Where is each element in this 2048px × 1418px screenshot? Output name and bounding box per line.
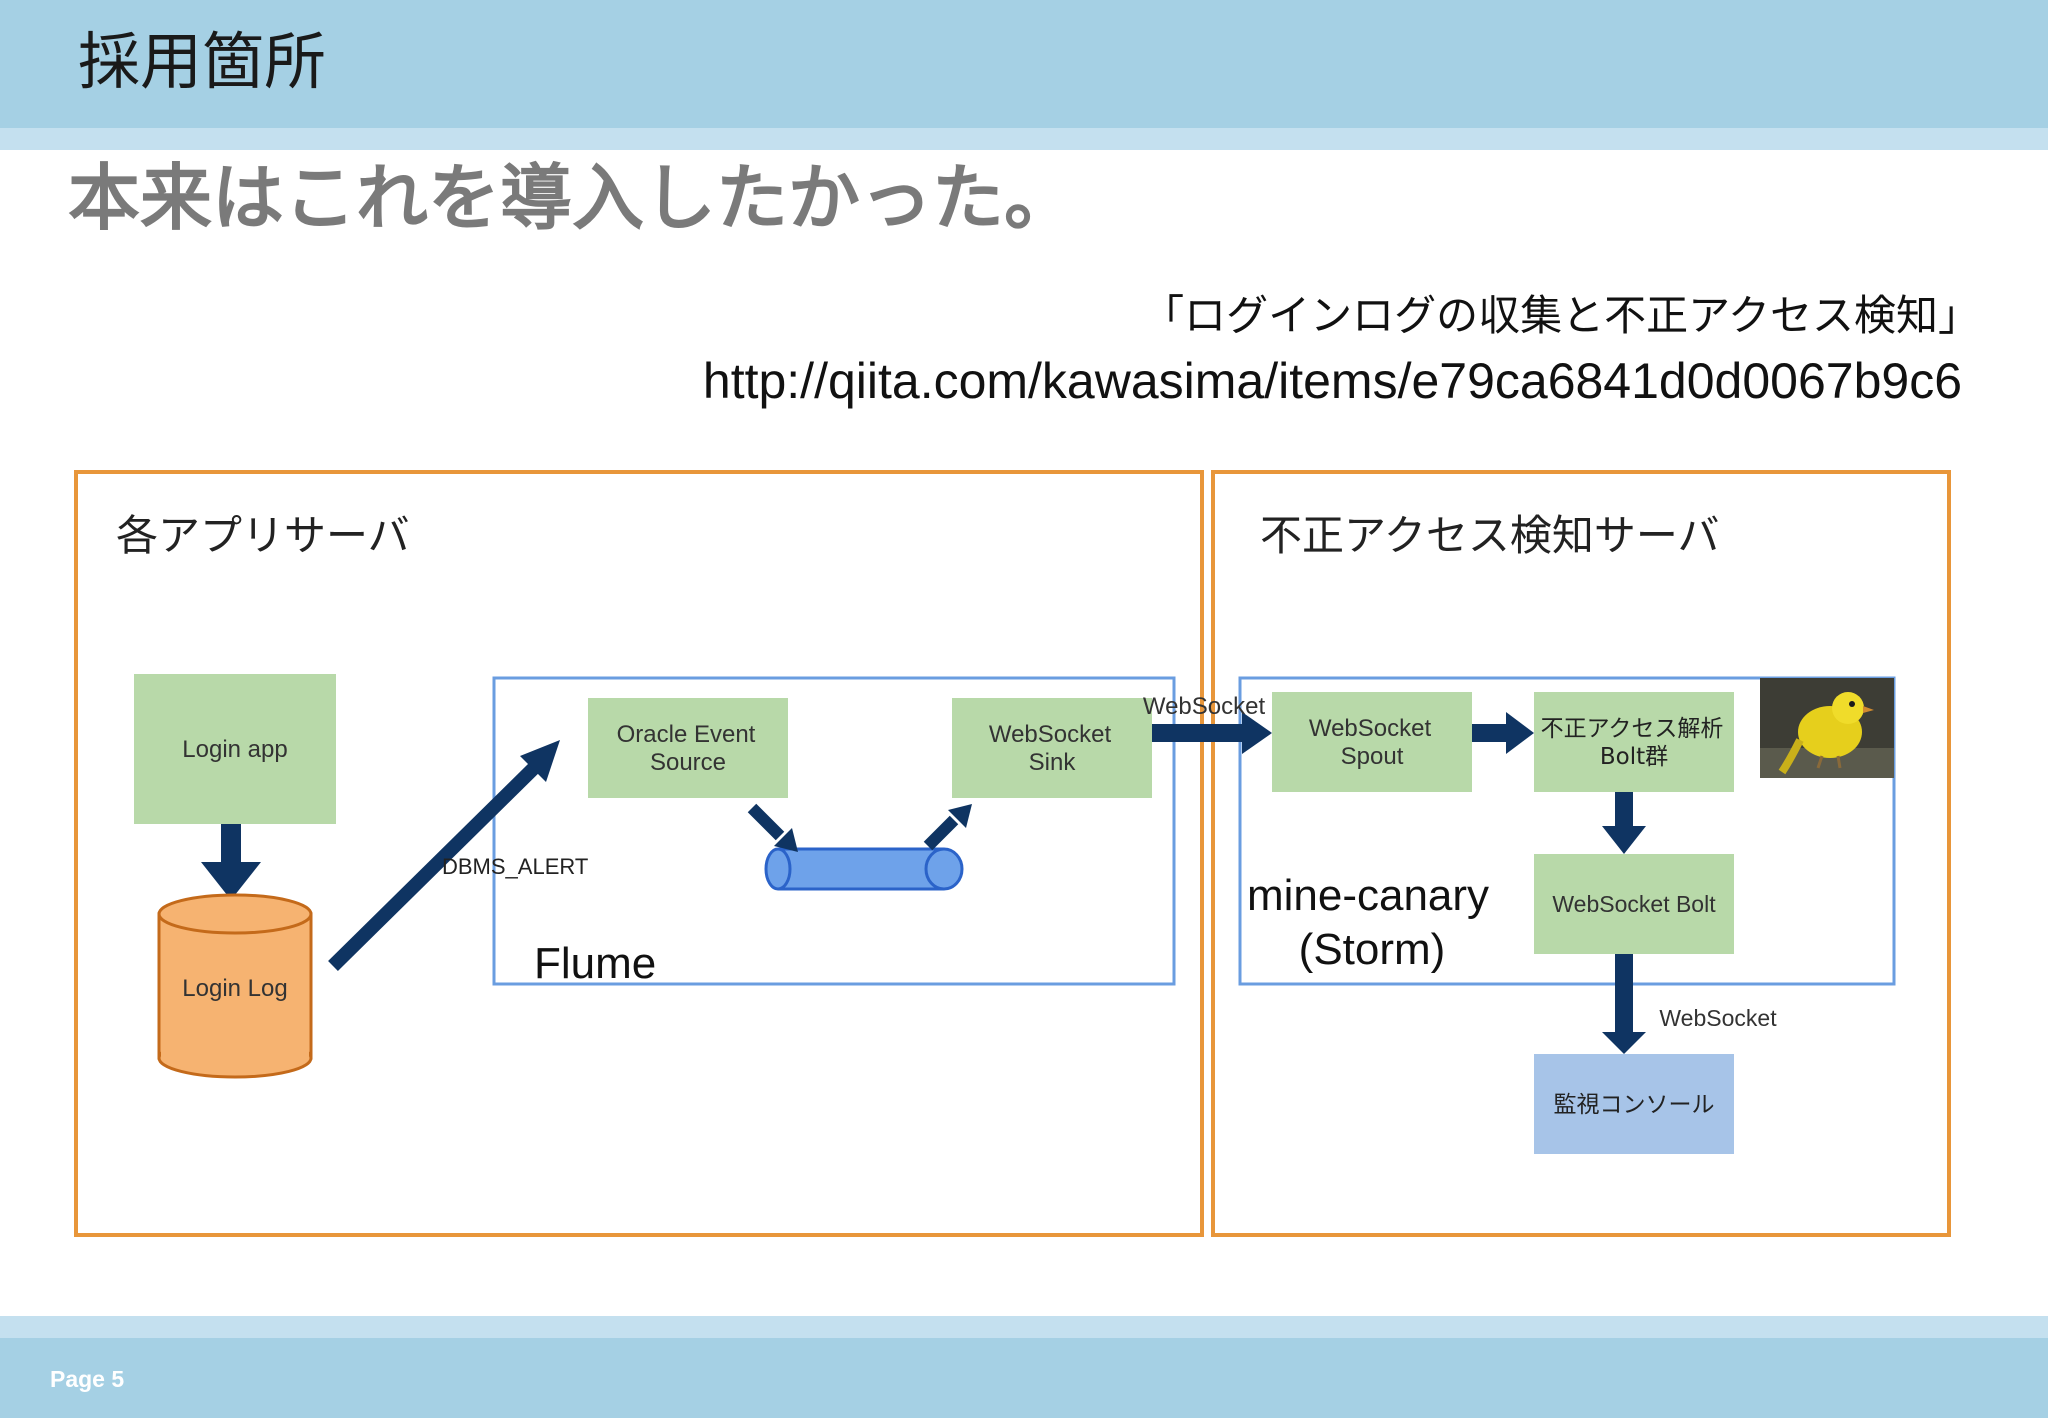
storm-group [1238,676,1896,986]
app-server-box [74,470,1204,1237]
reference-title: 「ログインログの収集と不正アクセス検知」 [1142,291,1980,340]
flume-channel [764,847,964,891]
flume-group [492,676,1176,986]
footer-band [0,1338,2048,1418]
monitor-console-label: 監視コンソール [1554,1092,1715,1118]
arrow-channel-to-sink-shaft [923,815,959,851]
slide-heading: 採用箇所 [78,25,327,98]
arrow-wsbolt-to-console-head [1602,1032,1646,1054]
flume-label: Flume [534,939,656,988]
dbms-alert-label: DBMS_ALERT [442,854,588,879]
detect-server-box [1211,470,1951,1237]
header-strip [0,128,2048,150]
arrow-bolts-to-wsbolt-head [1602,826,1646,854]
storm-label-line2: (Storm) [1299,925,1446,974]
slide-title: 本来はこれを導入したかった。 [68,156,1077,240]
login-log-label: Login Log [182,975,287,1002]
login-app-label: Login app [182,736,287,763]
websocket-bolt-node [1534,854,1734,954]
storm-label-line1: mine-canary [1247,871,1489,920]
websocket-spout-label-1: WebSocket [1309,715,1432,742]
reference-url[interactable]: http://qiita.com/kawasima/items/e79ca684… [702,353,1962,409]
analysis-bolts-label-1: 不正アクセス解析 [1541,716,1724,742]
arrow-bolts-to-wsbolt-shaft [1615,792,1633,828]
header-band [0,0,2048,128]
oracle-event-source-node [588,698,788,798]
websocket-link-top-label: WebSocket [1143,693,1266,720]
websocket-sink-label-1: WebSocket [989,721,1112,748]
arrow-sink-to-spout-head [1242,712,1272,754]
app-server-label: 各アプリサーバ [116,511,410,560]
arrow-source-to-channel-head [774,828,798,852]
oracle-event-source-label-1: Oracle Event [617,721,756,748]
monitor-console-node [1534,1054,1734,1154]
login-app-node [134,674,336,824]
oracle-event-source-label-2: Source [650,749,726,776]
websocket-spout-node [1272,692,1472,792]
arrow-app-to-log-head [201,862,261,900]
canary-photo [1760,678,1894,778]
detect-server-label: 不正アクセス検知サーバ [1260,511,1719,560]
websocket-sink-node [952,698,1152,798]
websocket-spout-label-2: Spout [1341,743,1404,770]
arrow-app-to-log-shaft [221,824,241,864]
websocket-sink-label-2: Sink [1029,749,1077,776]
arrow-source-to-channel-shaft [747,803,785,841]
arrow-spout-to-bolts-shaft [1472,724,1508,742]
arrow-spout-to-bolts-head [1506,712,1534,754]
arrow-channel-to-sink-head [948,804,972,828]
login-log-cylinder [157,893,313,1079]
websocket-link-bottom-label: WebSocket [1659,1005,1777,1031]
analysis-bolts-label-2: Bolt群 [1600,744,1668,770]
dbms-alert-arrow-shaft [328,757,545,971]
page-number: Page 5 [50,1366,125,1392]
analysis-bolts-node [1534,692,1734,792]
websocket-bolt-label: WebSocket Bolt [1552,891,1716,917]
footer-strip [0,1316,2048,1338]
arrow-sink-to-spout-shaft [1152,724,1244,742]
arrow-wsbolt-to-console-shaft [1615,954,1633,1036]
dbms-alert-arrow-head [520,740,560,782]
